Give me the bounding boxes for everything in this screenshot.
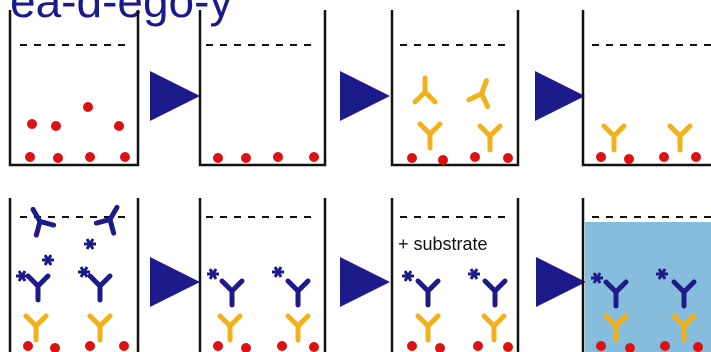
antigen-dots	[213, 152, 319, 163]
antigen-dots	[25, 102, 130, 163]
primary-antibodies-bound	[26, 316, 110, 340]
well-3	[390, 10, 520, 167]
header-title-fragment: ea-d-ego-y	[10, 0, 233, 27]
primary-antibodies-bound	[604, 126, 690, 150]
substrate-label: + substrate	[398, 234, 488, 254]
antigen-dots	[596, 341, 703, 352]
asterisk-enzyme-icon	[205, 265, 286, 281]
primary-antibodies-bound	[220, 316, 308, 340]
asterisk-enzyme-icon	[400, 267, 482, 283]
well-6	[198, 198, 327, 352]
well-4	[581, 10, 711, 167]
asterisk-enzyme-icon	[14, 237, 98, 283]
well-5	[8, 198, 140, 352]
well-7	[390, 198, 520, 352]
well-8	[581, 198, 711, 352]
well-1	[8, 10, 140, 167]
antigen-dots	[596, 152, 701, 164]
secondary-antibodies-bound	[222, 281, 308, 305]
primary-antibodies-bound	[418, 316, 504, 340]
antigen-dots	[407, 341, 513, 352]
antigen-dots	[407, 152, 513, 165]
primary-antibodies	[415, 77, 500, 150]
secondary-antibodies-bound	[418, 281, 505, 305]
antigen-dots	[23, 341, 129, 352]
secondary-antibodies	[24, 202, 125, 300]
well-2	[198, 10, 327, 167]
antigen-dots	[213, 341, 319, 352]
